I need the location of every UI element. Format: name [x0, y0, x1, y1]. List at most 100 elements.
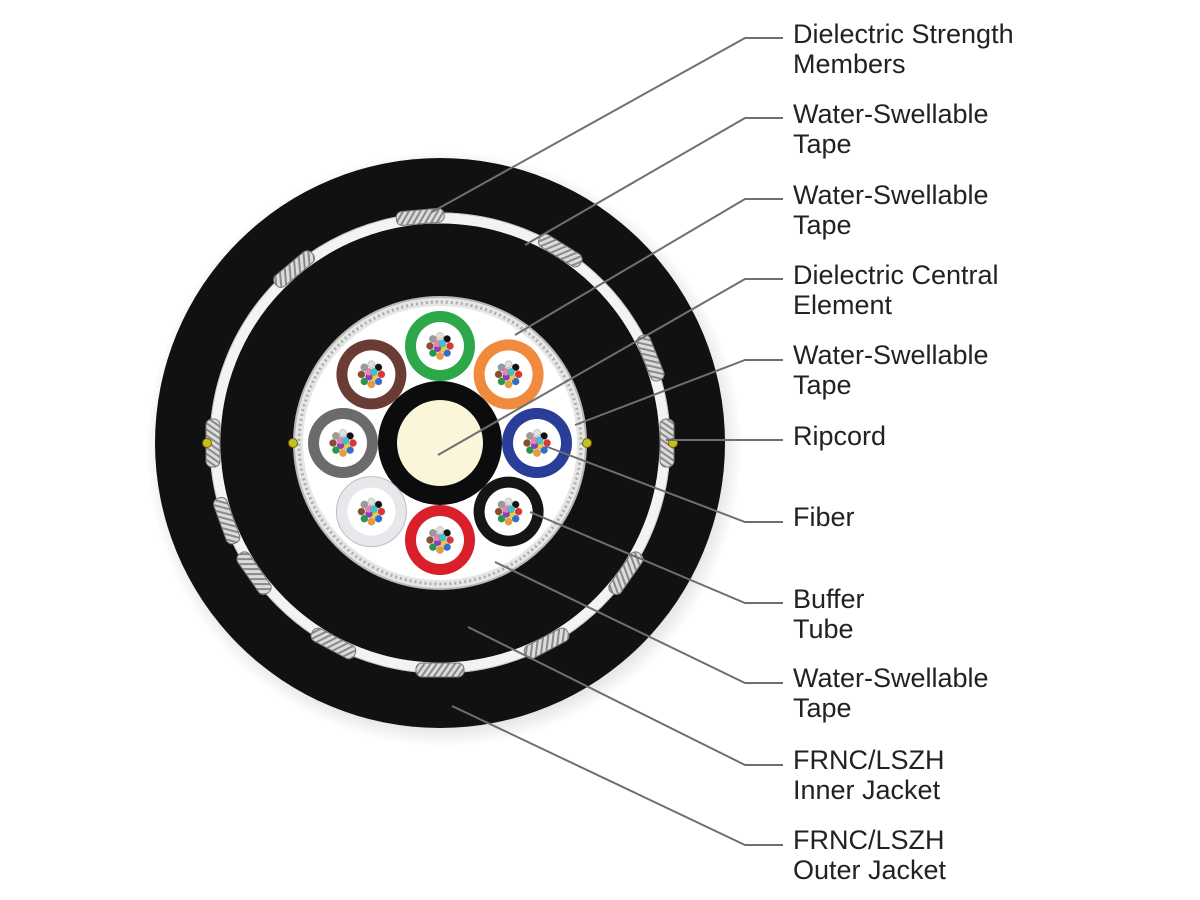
leader-line-frnc-lszh-outer-jacket	[451, 705, 783, 846]
fiber	[436, 352, 444, 360]
fiber	[507, 505, 515, 513]
dielectric-central-element	[397, 400, 483, 486]
leader-line-frnc-lszh-inner-jacket	[467, 626, 783, 766]
fiber	[504, 380, 513, 389]
dielectric-strength-member	[310, 627, 357, 660]
fiber	[497, 500, 506, 509]
fiber	[360, 363, 369, 372]
label-ripcord: Ripcord	[793, 421, 1193, 451]
fiber	[349, 439, 357, 447]
label-line: Tube	[793, 614, 854, 644]
fiber	[332, 446, 340, 454]
dielectric-strength-member	[415, 662, 465, 678]
fiber	[443, 529, 451, 537]
label-line: Fiber	[793, 502, 855, 532]
dielectric-strength-member	[636, 334, 665, 382]
label-line: Element	[793, 290, 893, 320]
leader-line-fiber	[544, 445, 783, 523]
label-line: Water-Swellable	[793, 180, 989, 210]
fiber	[497, 514, 506, 523]
fiber	[494, 507, 503, 516]
fiber	[367, 380, 376, 389]
fiber	[429, 349, 437, 357]
fiber	[504, 497, 513, 506]
fiber	[514, 370, 523, 379]
fiber	[374, 500, 383, 509]
label-line: Outer Jacket	[793, 855, 947, 885]
dielectric-strength-member	[273, 250, 316, 288]
fiber	[370, 505, 378, 513]
fiber	[533, 429, 541, 437]
fiber	[504, 517, 513, 526]
fiber	[346, 446, 354, 454]
label-line: Tape	[793, 370, 852, 400]
fiber	[357, 370, 366, 379]
ripcord	[582, 438, 592, 448]
fiber	[360, 514, 369, 523]
fiber	[374, 514, 383, 523]
label-line: Inner Jacket	[793, 775, 941, 805]
fiber	[535, 436, 544, 445]
fiber	[533, 449, 541, 457]
fiber	[511, 363, 520, 372]
dielectric-strength-member	[236, 551, 272, 596]
fiber	[494, 370, 503, 379]
dielectric-strength-member	[608, 551, 644, 596]
label-line: Water-Swellable	[793, 663, 989, 693]
leader-line-water-swellable-tape-4	[494, 561, 783, 684]
fiber	[429, 543, 437, 551]
leader-line-dielectric-strength-members	[431, 37, 783, 213]
label-fiber: Fiber	[793, 502, 1193, 532]
fiber	[429, 529, 437, 537]
label-line: Tape	[793, 129, 852, 159]
fiber	[514, 507, 523, 516]
fiber	[436, 332, 444, 340]
label-line: Water-Swellable	[793, 99, 989, 129]
ripcord	[202, 438, 212, 448]
dielectric-strength-member	[395, 207, 445, 226]
fiber	[339, 449, 347, 457]
fiber	[511, 514, 520, 523]
fiber	[374, 363, 383, 372]
fiber	[497, 363, 506, 372]
fiber	[377, 507, 386, 516]
fiber	[429, 335, 437, 343]
leader-lines	[431, 37, 783, 846]
fiber	[526, 446, 534, 454]
fiber	[511, 377, 520, 386]
fiber	[438, 533, 447, 542]
ripcord	[288, 438, 298, 448]
fiber	[332, 432, 340, 440]
fiber	[374, 377, 383, 386]
fiber	[357, 507, 366, 516]
label-line: Tape	[793, 693, 852, 723]
core-wrap-texture	[297, 300, 583, 586]
label-line: Tape	[793, 210, 852, 240]
fiber	[543, 439, 551, 447]
label-line: Dielectric Central	[793, 260, 999, 290]
fiber	[446, 536, 454, 544]
fiber	[360, 377, 369, 386]
fiber	[443, 543, 451, 551]
leader-line-water-swellable-tape-1	[524, 117, 783, 246]
cable-cross-section	[146, 151, 742, 747]
fiber	[507, 368, 515, 376]
fiber	[504, 360, 513, 369]
label-line: Water-Swellable	[793, 340, 989, 370]
fiber	[526, 432, 534, 440]
fiber	[346, 432, 354, 440]
fiber	[436, 526, 444, 534]
leader-line-buffer-tube	[529, 511, 783, 604]
fiber	[523, 439, 531, 447]
fiber	[367, 360, 376, 369]
fiber	[436, 546, 444, 554]
fiber	[540, 432, 548, 440]
fiber	[511, 500, 520, 509]
dielectric-strength-member	[537, 233, 583, 268]
